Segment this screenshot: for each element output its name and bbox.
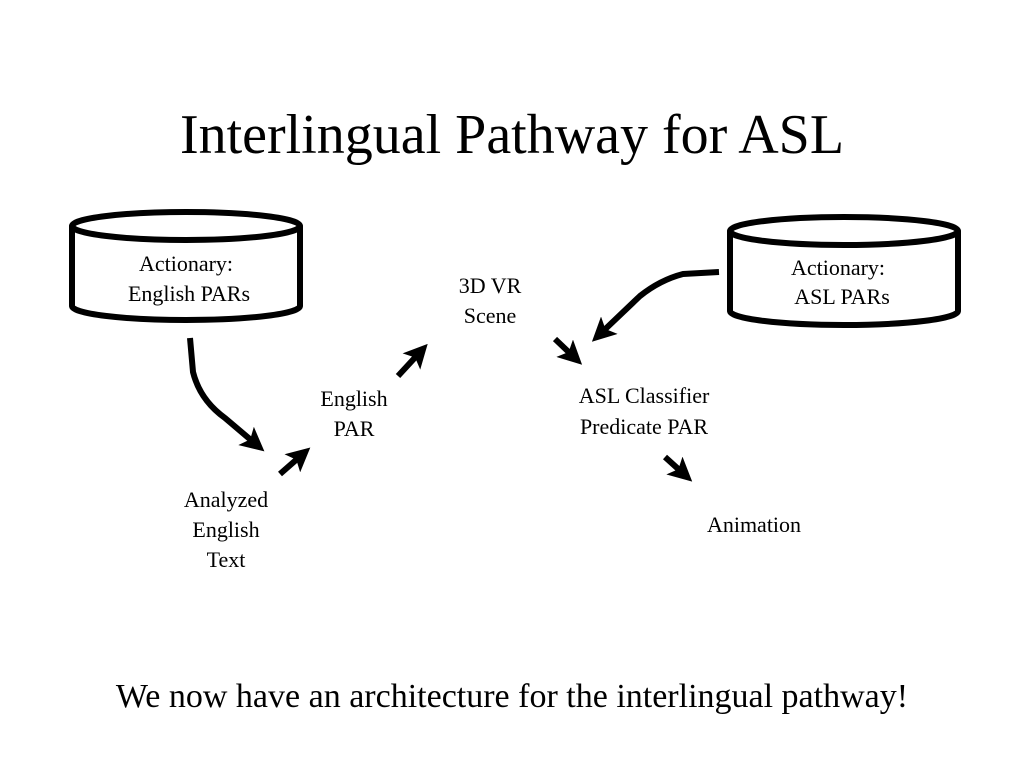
- asl-actionary-label-line1: Actionary:: [791, 255, 885, 280]
- english-actionary-cylinder-body: [69, 226, 303, 323]
- english-par-label-line2: PAR: [334, 416, 375, 441]
- analyzed-text-label-line1: Analyzed: [184, 487, 268, 512]
- arrow-analyzed-text-to-english-par: [278, 447, 311, 477]
- animation-node: Animation: [707, 512, 801, 537]
- english-actionary-cylinder-top: [69, 209, 303, 243]
- slide-title: Interlingual Pathway for ASL: [179, 104, 845, 166]
- analyzed-text-label-line3: Text: [207, 547, 246, 572]
- asl-classifier-label-line1: ASL Classifier: [579, 383, 710, 408]
- analyzed-english-text-node: Analyzed English Text: [184, 487, 268, 572]
- analyzed-text-label-line2: English: [192, 517, 259, 542]
- arrow-asl-actionary-to-asl-classifier: [591, 269, 720, 342]
- arrow-english-par-to-vr-scene: [395, 343, 428, 379]
- arrow-vr-scene-to-asl-classifier: [552, 336, 583, 365]
- vr-scene-label-line1: 3D VR: [459, 273, 522, 298]
- english-actionary-database: Actionary: English PARs: [69, 209, 303, 323]
- english-actionary-label-line2: English PARs: [128, 281, 250, 306]
- english-par-node: English PAR: [320, 386, 387, 441]
- arrow-asl-classifier-to-animation: [662, 454, 693, 482]
- english-actionary-label-line1: Actionary:: [139, 251, 233, 276]
- asl-classifier-predicate-par-node: ASL Classifier Predicate PAR: [579, 383, 710, 439]
- vr-scene-label-line2: Scene: [464, 303, 517, 328]
- asl-actionary-database: Actionary: ASL PARs: [727, 214, 961, 328]
- asl-actionary-label-line2: ASL PARs: [794, 284, 890, 309]
- asl-actionary-cylinder-top: [727, 214, 961, 248]
- english-par-label-line1: English: [320, 386, 387, 411]
- asl-classifier-label-line2: Predicate PAR: [580, 414, 708, 439]
- slide-caption: We now have an architecture for the inte…: [115, 678, 909, 715]
- asl-actionary-cylinder-body: [727, 231, 961, 328]
- animation-label: Animation: [707, 512, 801, 537]
- vr-scene-node: 3D VR Scene: [459, 273, 522, 328]
- arrow-english-actionary-to-analyzed-text: [187, 337, 265, 452]
